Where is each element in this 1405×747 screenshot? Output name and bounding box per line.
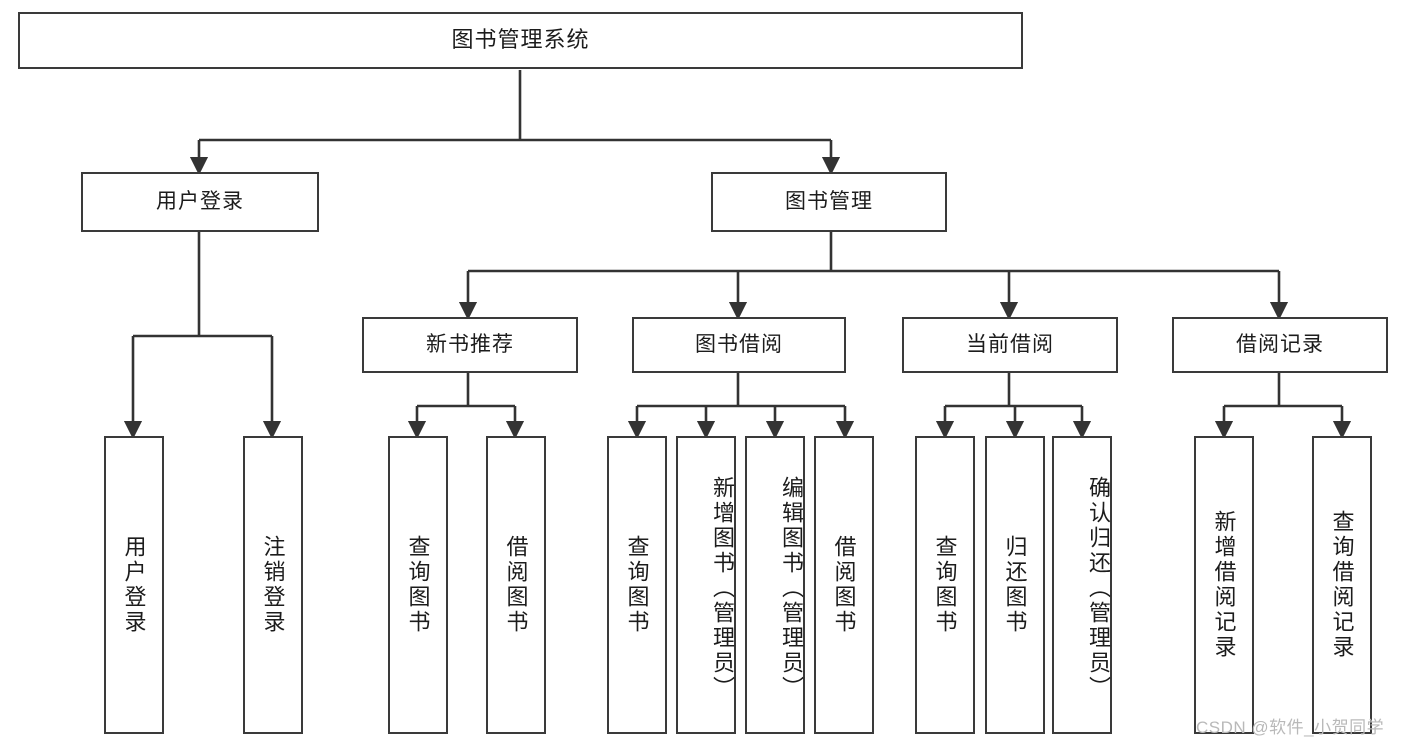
leaf-query-borrow-record[interactable]: 查询借阅记录 [1312, 436, 1372, 734]
node-borrow-record[interactable]: 借阅记录 [1172, 317, 1388, 373]
leaf-confirm-return-admin[interactable]: 确认归还（管理员） [1052, 436, 1112, 734]
node-current-borrow[interactable]: 当前借阅 [902, 317, 1118, 373]
leaf-borrow-book-recommend[interactable]: 借阅图书 [486, 436, 546, 734]
leaf-return-book[interactable]: 归还图书 [985, 436, 1045, 734]
leaf-query-book-borrow[interactable]: 查询图书 [607, 436, 667, 734]
node-root-system[interactable]: 图书管理系统 [18, 12, 1023, 69]
node-user-login[interactable]: 用户登录 [81, 172, 319, 232]
leaf-logout[interactable]: 注销登录 [243, 436, 303, 734]
node-book-management[interactable]: 图书管理 [711, 172, 947, 232]
leaf-query-book-recommend[interactable]: 查询图书 [388, 436, 448, 734]
node-new-book-recommend[interactable]: 新书推荐 [362, 317, 578, 373]
node-book-borrow[interactable]: 图书借阅 [632, 317, 846, 373]
leaf-borrow-book[interactable]: 借阅图书 [814, 436, 874, 734]
leaf-edit-book-admin[interactable]: 编辑图书（管理员） [745, 436, 805, 734]
leaf-user-login[interactable]: 用户登录 [104, 436, 164, 734]
csdn-watermark: CSDN @软件_小贺同学 [1196, 718, 1385, 737]
leaf-add-borrow-record[interactable]: 新增借阅记录 [1194, 436, 1254, 734]
leaf-add-book-admin[interactable]: 新增图书（管理员） [676, 436, 736, 734]
leaf-query-book-current[interactable]: 查询图书 [915, 436, 975, 734]
